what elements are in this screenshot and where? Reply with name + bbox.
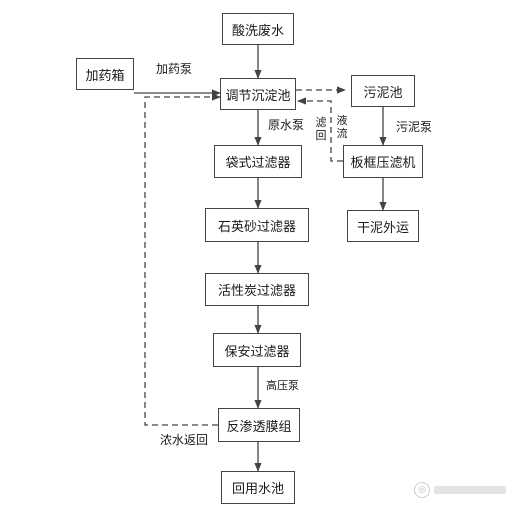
label-high-pressure-pump: 高压泵 xyxy=(266,379,299,392)
dashed-filtrate-return xyxy=(297,97,343,162)
label-concentrate-return: 浓水返回 xyxy=(160,433,209,447)
node-dosing-tank: 加药箱 xyxy=(76,58,134,90)
node-security-filter: 保安过滤器 xyxy=(213,333,301,367)
label-filtrate-return-a: 滤回 xyxy=(315,116,327,142)
watermark-icon: ◎ xyxy=(414,482,430,498)
node-filter-press: 板框压滤机 xyxy=(343,145,423,178)
label-filtrate-return-b: 液流 xyxy=(336,114,348,140)
node-ro-module: 反渗透膜组 xyxy=(218,408,300,442)
node-sand-filter: 石英砂过滤器 xyxy=(205,208,309,242)
node-dry-sludge: 干泥外运 xyxy=(347,210,419,242)
node-equalization-tank: 调节沉淀池 xyxy=(220,78,296,110)
label-raw-pump: 原水泵 xyxy=(268,118,305,132)
node-bag-filter: 袋式过滤器 xyxy=(214,145,302,178)
watermark: ◎ xyxy=(414,482,506,498)
node-carbon-filter: 活性炭过滤器 xyxy=(205,273,309,306)
label-sludge-pump: 污泥泵 xyxy=(396,120,433,134)
node-sludge-tank: 污泥池 xyxy=(351,75,415,107)
dashed-concentrate-return xyxy=(144,93,221,426)
node-reuse-tank: 回用水池 xyxy=(221,471,295,504)
label-dosing-pump: 加药泵 xyxy=(156,62,193,76)
watermark-blurred-text xyxy=(434,486,506,494)
node-acid-waste: 酸洗废水 xyxy=(222,13,294,45)
